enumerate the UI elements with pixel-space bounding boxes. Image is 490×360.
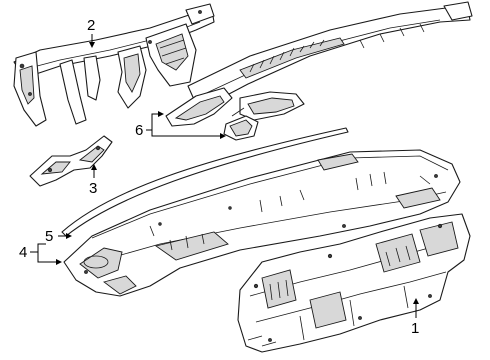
callout-1: 1 bbox=[411, 320, 419, 337]
cross-car-beam bbox=[13, 3, 215, 127]
callout-2: 2 bbox=[87, 17, 95, 34]
callout-6: 6 bbox=[135, 122, 143, 139]
callout-5: 5 bbox=[45, 228, 53, 245]
instrument-panel-main bbox=[63, 149, 461, 297]
windshield-seal-strip bbox=[61, 127, 349, 237]
callout-3: 3 bbox=[89, 180, 97, 197]
mounting-bracket bbox=[29, 135, 113, 187]
instrument-panel-upper-trim bbox=[187, 1, 473, 105]
callout-leaders bbox=[30, 34, 419, 318]
instrument-panel-carrier bbox=[237, 213, 471, 353]
callout-4: 4 bbox=[19, 244, 27, 261]
vent-duct-assembly bbox=[165, 87, 305, 141]
